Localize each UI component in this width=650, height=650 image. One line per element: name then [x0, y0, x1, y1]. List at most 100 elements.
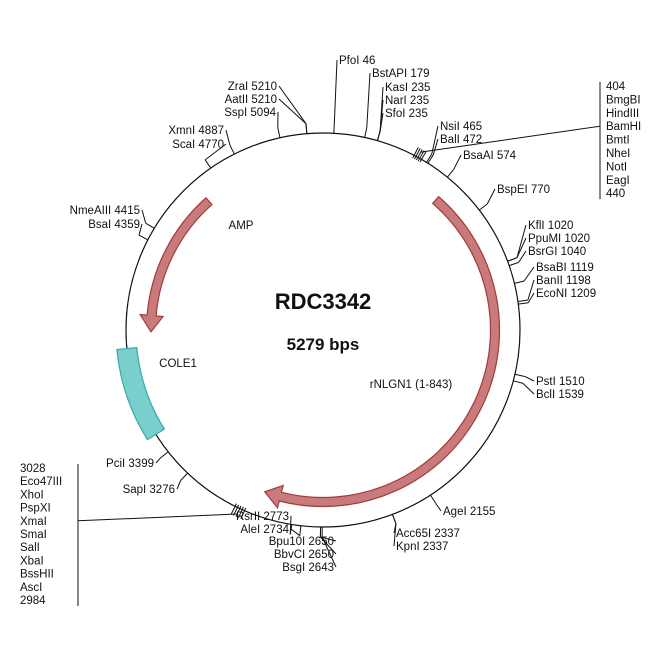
feature-label-rnlgn1-1-843-: rNLGN1 (1-843): [370, 379, 453, 391]
site-tick-pfoi: [333, 123, 335, 134]
mcs-left-label: AscI: [20, 582, 42, 594]
site-leader-bali: [432, 138, 439, 155]
site-tick-sapi: [180, 472, 188, 481]
site-tick-psti: [514, 373, 525, 377]
plasmid-name: RDC3342: [275, 289, 372, 314]
mcs-right-label: 440: [606, 188, 625, 200]
site-tick-bsabi: [514, 280, 525, 284]
mcs-tick: [415, 149, 423, 161]
site-leader-rsrii: [289, 515, 292, 535]
site-label-bstapi: BstAPI 179: [372, 68, 430, 80]
mcs-tick: [417, 150, 425, 162]
site-tick-nmeaiii: [145, 222, 155, 229]
site-tick-alei: [299, 525, 302, 536]
site-tick-ppumi: [507, 257, 518, 262]
mcs-right-label: BmgBI: [606, 94, 641, 106]
site-leader-bsaai: [453, 154, 462, 170]
site-label-pfoi: PfoI 46: [339, 55, 375, 67]
site-label-psti: PstI 1510: [536, 376, 585, 388]
plasmid-backbone: [125, 132, 521, 528]
site-label-banii: BanII 1198: [536, 275, 591, 287]
site-leader-aatii: [278, 98, 307, 125]
site-tick-xmni: [229, 144, 235, 155]
site-tick-pcii: [160, 451, 169, 459]
site-leader-econi: [527, 292, 535, 304]
site-leader-agei: [435, 503, 442, 512]
site-leader-sfoi: [379, 112, 384, 132]
mcs-left-label: 3028: [20, 463, 46, 475]
site-leader-bcli: [522, 383, 535, 395]
site-label-sfoi: SfoI 235: [385, 108, 428, 120]
mcs-right-label: NotI: [606, 161, 627, 173]
site-leader-bstapi: [366, 72, 371, 128]
mcs-layer: 404BmgBIHindIIIBamHIBmtINheINotIEagI4403…: [20, 81, 641, 607]
site-label-bspei: BspEI 770: [497, 184, 550, 196]
site-label-bpu10i: Bpu10I 2650: [269, 536, 334, 548]
site-tick-bcli: [513, 380, 524, 384]
site-tick-sspi: [277, 127, 281, 138]
mcs-right-label: 404: [606, 81, 626, 93]
mcs-tick: [235, 505, 242, 517]
site-label-ppumi: PpuMI 1020: [528, 233, 590, 245]
site-label-nmeaiii: NmeAIII 4415: [70, 205, 140, 217]
site-leader-pfoi: [333, 59, 338, 124]
site-leader-kfli: [516, 224, 527, 258]
site-tick-agei: [429, 494, 437, 504]
site-leader-psti: [524, 376, 535, 382]
site-leader-pcii: [155, 457, 161, 464]
mcs-left-label: 2984: [20, 595, 46, 607]
mcs-left-label: XhoI: [20, 489, 44, 501]
mcs-left-label: BssHII: [20, 569, 54, 581]
site-leader-nsii: [431, 125, 439, 155]
site-label-agei: AgeI 2155: [443, 506, 495, 518]
mcs-left-label: SalI: [20, 542, 40, 554]
site-label-scai: ScaI 4770: [172, 139, 224, 151]
mcs-left-label: XbaI: [20, 555, 44, 567]
site-label-zrai: ZraI 5210: [228, 81, 277, 93]
mcs-right-label: NheI: [606, 148, 630, 160]
site-label-bsabi: BsaBI 1119: [536, 262, 594, 274]
site-leader-kpni: [393, 523, 397, 547]
feature-cole1: [116, 346, 166, 441]
site-tick-scai: [204, 159, 212, 169]
mcs-left-label: PspXI: [20, 503, 51, 515]
feature-amp: [139, 197, 213, 333]
mcs-tick: [237, 506, 244, 519]
mcs-left-label: XmaI: [20, 516, 47, 528]
mcs-tick: [240, 507, 247, 520]
site-label-sapi: SapI 3276: [123, 484, 175, 496]
site-label-kfli: KflI 1020: [528, 220, 573, 232]
site-label-bsaai: BsaAI 574: [463, 150, 517, 162]
site-label-xmni: XmnI 4887: [168, 125, 224, 137]
site-tick-bspei: [479, 203, 488, 211]
site-label-sspi: SspI 5094: [224, 107, 276, 119]
site-tick-zrai: [305, 123, 308, 134]
site-tick-bsai: [138, 234, 149, 241]
site-tick-econi: [518, 302, 529, 305]
site-leader-xmni: [225, 129, 231, 146]
mcs-left-label: Eco47III: [20, 476, 62, 488]
site-label-rsrii: RsrII 2773: [236, 511, 289, 523]
mcs-right-label: HindIII: [606, 108, 639, 120]
site-leader-bbvci: [320, 536, 337, 555]
site-label-nari: NarI 235: [385, 95, 429, 107]
site-label-bcli: BclI 1539: [536, 389, 584, 401]
site-leader-ppumi: [516, 237, 527, 258]
site-label-nsii: NsiI 465: [440, 121, 482, 133]
site-leader-scai: [204, 143, 227, 161]
site-tick-bsaai: [446, 169, 455, 178]
site-tick-bstapi: [364, 127, 368, 138]
site-leader-bsai: [138, 223, 143, 236]
site-tick-sfoi: [376, 130, 381, 141]
site-leader-bpu10i: [320, 536, 337, 542]
site-leader-bspei: [486, 188, 496, 205]
mcs-tick: [412, 147, 419, 159]
mcs-right-leader: [420, 125, 601, 153]
site-label-kasi: KasI 235: [385, 82, 430, 94]
site-tick-bsrgi: [509, 261, 519, 267]
site-leader-zrai: [278, 85, 307, 124]
site-label-kpni: KpnI 2337: [396, 541, 448, 553]
site-label-econi: EcoNI 1209: [536, 288, 596, 300]
